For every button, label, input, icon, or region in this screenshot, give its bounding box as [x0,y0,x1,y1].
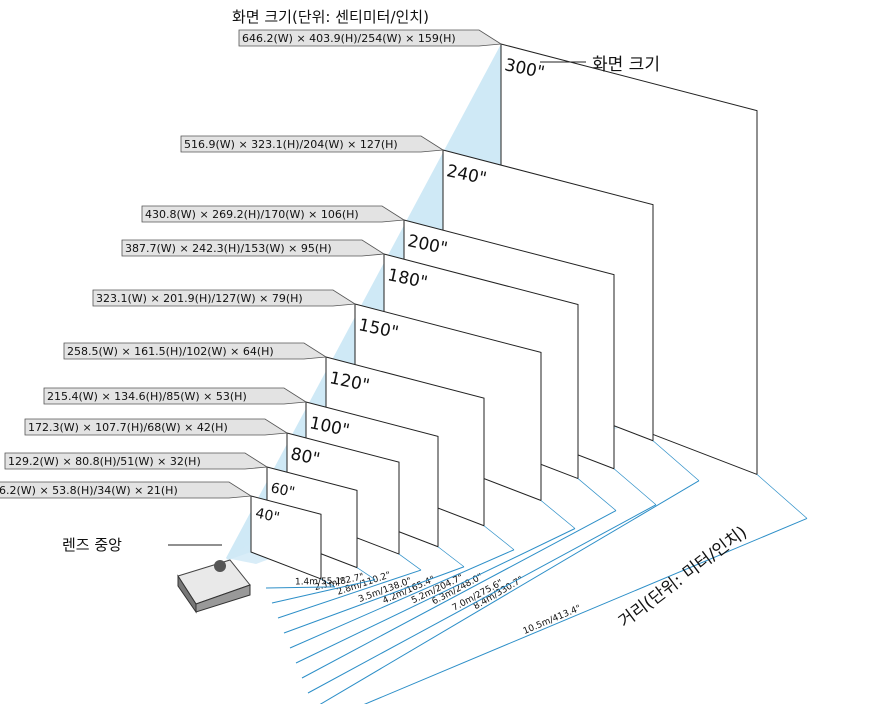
distance-stroke [354,517,808,708]
screen-1: 40" [250,495,322,580]
distance-text: 10.5m/413.4" [522,604,583,637]
dims-tag-text: 215.4(W) × 134.6(H)/85(W) × 53(H) [47,390,247,403]
dims-tag-shape [180,135,445,153]
diagram-title: 화면 크기(단위: 센티미터/인치) [232,8,429,26]
screen-layer: 300"240"200"180"150"120"100"80"60"40" [250,43,758,580]
dims-tag-text: 646.2(W) × 403.9(H)/254(W) × 159(H) [242,32,456,45]
distance-leader [437,546,465,568]
distance-leader [356,567,376,580]
dims-tag-text: 323.1(W) × 201.9(H)/127(W) × 79(H) [96,292,303,305]
distance-leader [577,478,617,511]
dims-tag-shape [121,239,386,257]
distance-leader [483,525,515,551]
projector-lens [214,560,226,572]
dims-tag-shape [0,481,253,499]
distance-stroke [295,528,576,664]
distance-stroke [277,569,422,619]
screen-dims-tag: 215.4(W) × 134.6(H)/85(W) × 53(H) [43,387,308,405]
dims-tag-text: 430.8(W) × 269.2(H)/170(W) × 106(H) [145,208,359,221]
lens-center-label: 렌즈 중앙 [62,536,122,554]
distance-stroke [265,586,336,589]
screen-size-text: 60" [269,480,296,501]
distance-leader [756,474,808,519]
distance-leader [398,553,422,571]
distance-stroke [289,549,515,649]
dims-tag-shape [141,205,406,223]
screen-dims-tag: 323.1(W) × 201.9(H)/127(W) × 79(H) [92,289,357,307]
dims-tag-text: 387.7(W) × 242.3(H)/153(W) × 95(H) [125,242,332,255]
screen-dims-tag: 172.3(W) × 107.7(H)/68(W) × 42(H) [24,418,289,436]
dims-tag-shape [238,29,503,47]
distance-leader [652,440,700,481]
dims-tag-text: 129.2(W) × 80.8(H)/51(W) × 32(H) [8,455,201,468]
screen-dims-tag: 430.8(W) × 269.2(H)/170(W) × 106(H) [141,205,406,223]
dims-tag-text: 172.3(W) × 107.7(H)/68(W) × 42(H) [28,421,228,434]
dims-tag-text: 516.9(W) × 323.1(H)/204(W) × 127(H) [184,138,398,151]
dims-tag-text: 86.2(W) × 53.8(H)/34(W) × 21(H) [0,484,178,497]
dims-tag-shape [92,289,357,307]
distance-leader [540,500,576,529]
screen-dims-tag: 387.7(W) × 242.3(H)/153(W) × 95(H) [121,239,386,257]
dims-tag-text: 258.5(W) × 161.5(H)/102(W) × 64(H) [67,345,274,358]
distance-line: 1.4m/55.1" [265,577,345,589]
dims-tag-shape [24,418,289,436]
screen-dims-tag: 646.2(W) × 403.9(H)/254(W) × 159(H) [238,29,503,47]
screen-size-text: 40" [254,506,281,527]
distance-stroke [271,579,376,604]
projector-icon [177,559,251,614]
distance-stroke [301,510,617,679]
distance-leader [613,468,657,505]
distance-stroke [313,480,700,708]
distance-stroke [283,566,465,634]
label-layer: 646.2(W) × 403.9(H)/254(W) × 159(H) 516.9… [0,29,586,546]
dims-tag-shape [4,452,269,470]
screen-size-label: 화면 크기 [592,55,660,75]
distance-stroke [307,504,657,694]
distance-leader [320,578,336,588]
screen-dims-tag: 258.5(W) × 161.5(H)/102(W) × 64(H) [63,342,328,360]
projector-front [195,584,251,613]
distance-text: 1.4m/55.1" [295,577,345,588]
dims-tag-shape [63,342,328,360]
screen-dims-tag: 516.9(W) × 323.1(H)/204(W) × 127(H) [180,135,445,153]
screen-dims-tag: 86.2(W) × 53.8(H)/34(W) × 21(H) [0,481,253,499]
dims-tag-shape [43,387,308,405]
screen-dims-tag: 129.2(W) × 80.8(H)/51(W) × 32(H) [4,452,269,470]
